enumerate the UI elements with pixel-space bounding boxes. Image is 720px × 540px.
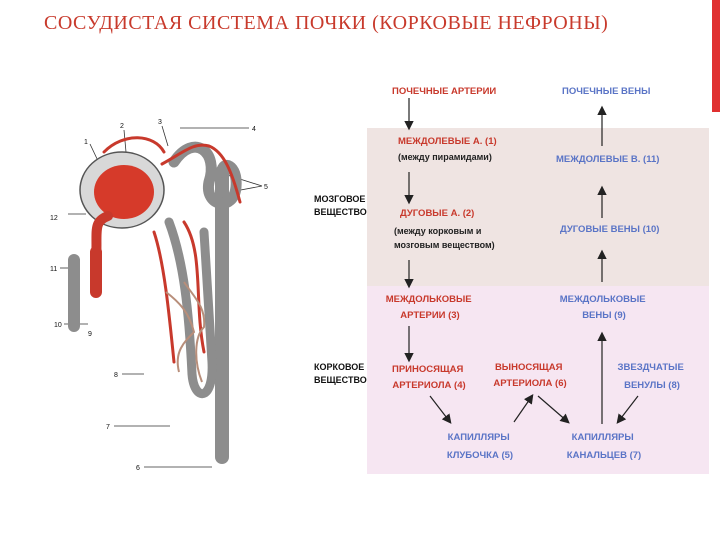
renal-vascular-flowchart: МОЗГОВОЕ ВЕЩЕСТВО КОРКОВОЕ ВЕЩЕСТВО ПОЧЕ… bbox=[314, 86, 709, 474]
cortex-zone bbox=[367, 286, 709, 474]
node-efferent-arteriole: ВЫНОСЯЩАЯ АРТЕРИОЛА (6) bbox=[493, 362, 566, 389]
svg-text:3: 3 bbox=[158, 119, 162, 126]
svg-text:4: 4 bbox=[252, 126, 256, 133]
node-stellate-venules: ЗВЕЗДЧАТЫЕ ВЕНУЛЫ (8) bbox=[618, 362, 687, 391]
node-interlobular-veins: МЕЖДОЛЬКОВЫЕ ВЕНЫ (9) bbox=[560, 294, 649, 321]
svg-text:1: 1 bbox=[84, 139, 88, 146]
svg-text:12: 12 bbox=[50, 215, 58, 222]
node-glomerular-capillaries: КАПИЛЛЯРЫ КЛУБОЧКА (5) bbox=[447, 432, 513, 461]
node-interlobular-arteries: МЕЖДОЛЬКОВЫЕ АРТЕРИИ (3) bbox=[386, 294, 475, 321]
svg-text:8: 8 bbox=[114, 372, 118, 379]
node-renal-veins: ПОЧЕЧНЫЕ ВЕНЫ bbox=[562, 86, 650, 97]
node-afferent-arteriole: ПРИНОСЯЩАЯ АРТЕРИОЛА (4) bbox=[392, 364, 466, 391]
node-interlobar-artery: МЕЖДОЛЕВЫЕ А. (1) bbox=[398, 136, 497, 147]
zone-cortex-label: КОРКОВОЕ ВЕЩЕСТВО bbox=[314, 362, 367, 385]
svg-text:7: 7 bbox=[106, 424, 110, 431]
svg-text:9: 9 bbox=[88, 331, 92, 338]
svg-text:11: 11 bbox=[50, 266, 57, 273]
node-arcuate-artery: ДУГОВЫЕ А. (2) bbox=[400, 208, 474, 219]
node-interlobar-artery-note: (между пирамидами) bbox=[398, 152, 492, 162]
node-renal-arteries: ПОЧЕЧНЫЕ АРТЕРИИ bbox=[392, 86, 496, 97]
zone-medulla-label: МОЗГОВОЕ ВЕЩЕСТВО bbox=[314, 194, 368, 217]
node-tubular-capillaries: КАПИЛЛЯРЫ КАНАЛЬЦЕВ (7) bbox=[567, 432, 641, 461]
svg-text:2: 2 bbox=[120, 123, 124, 130]
svg-text:10: 10 bbox=[54, 322, 62, 329]
node-arcuate-vein: ДУГОВЫЕ ВЕНЫ (10) bbox=[560, 224, 659, 235]
glomerulus bbox=[94, 165, 154, 219]
slide-title: СОСУДИСТАЯ СИСТЕМА ПОЧКИ (КОРКОВЫЕ НЕФРО… bbox=[44, 12, 609, 34]
medulla-zone bbox=[367, 128, 709, 286]
flow-arrows bbox=[404, 98, 639, 424]
svg-text:5: 5 bbox=[264, 184, 268, 191]
node-arcuate-artery-note: (между корковым и мозговым веществом) bbox=[394, 226, 495, 250]
node-interlobar-vein: МЕЖДОЛЕВЫЕ В. (11) bbox=[556, 154, 659, 165]
accent-bar bbox=[712, 0, 720, 112]
svg-text:6: 6 bbox=[136, 465, 140, 472]
